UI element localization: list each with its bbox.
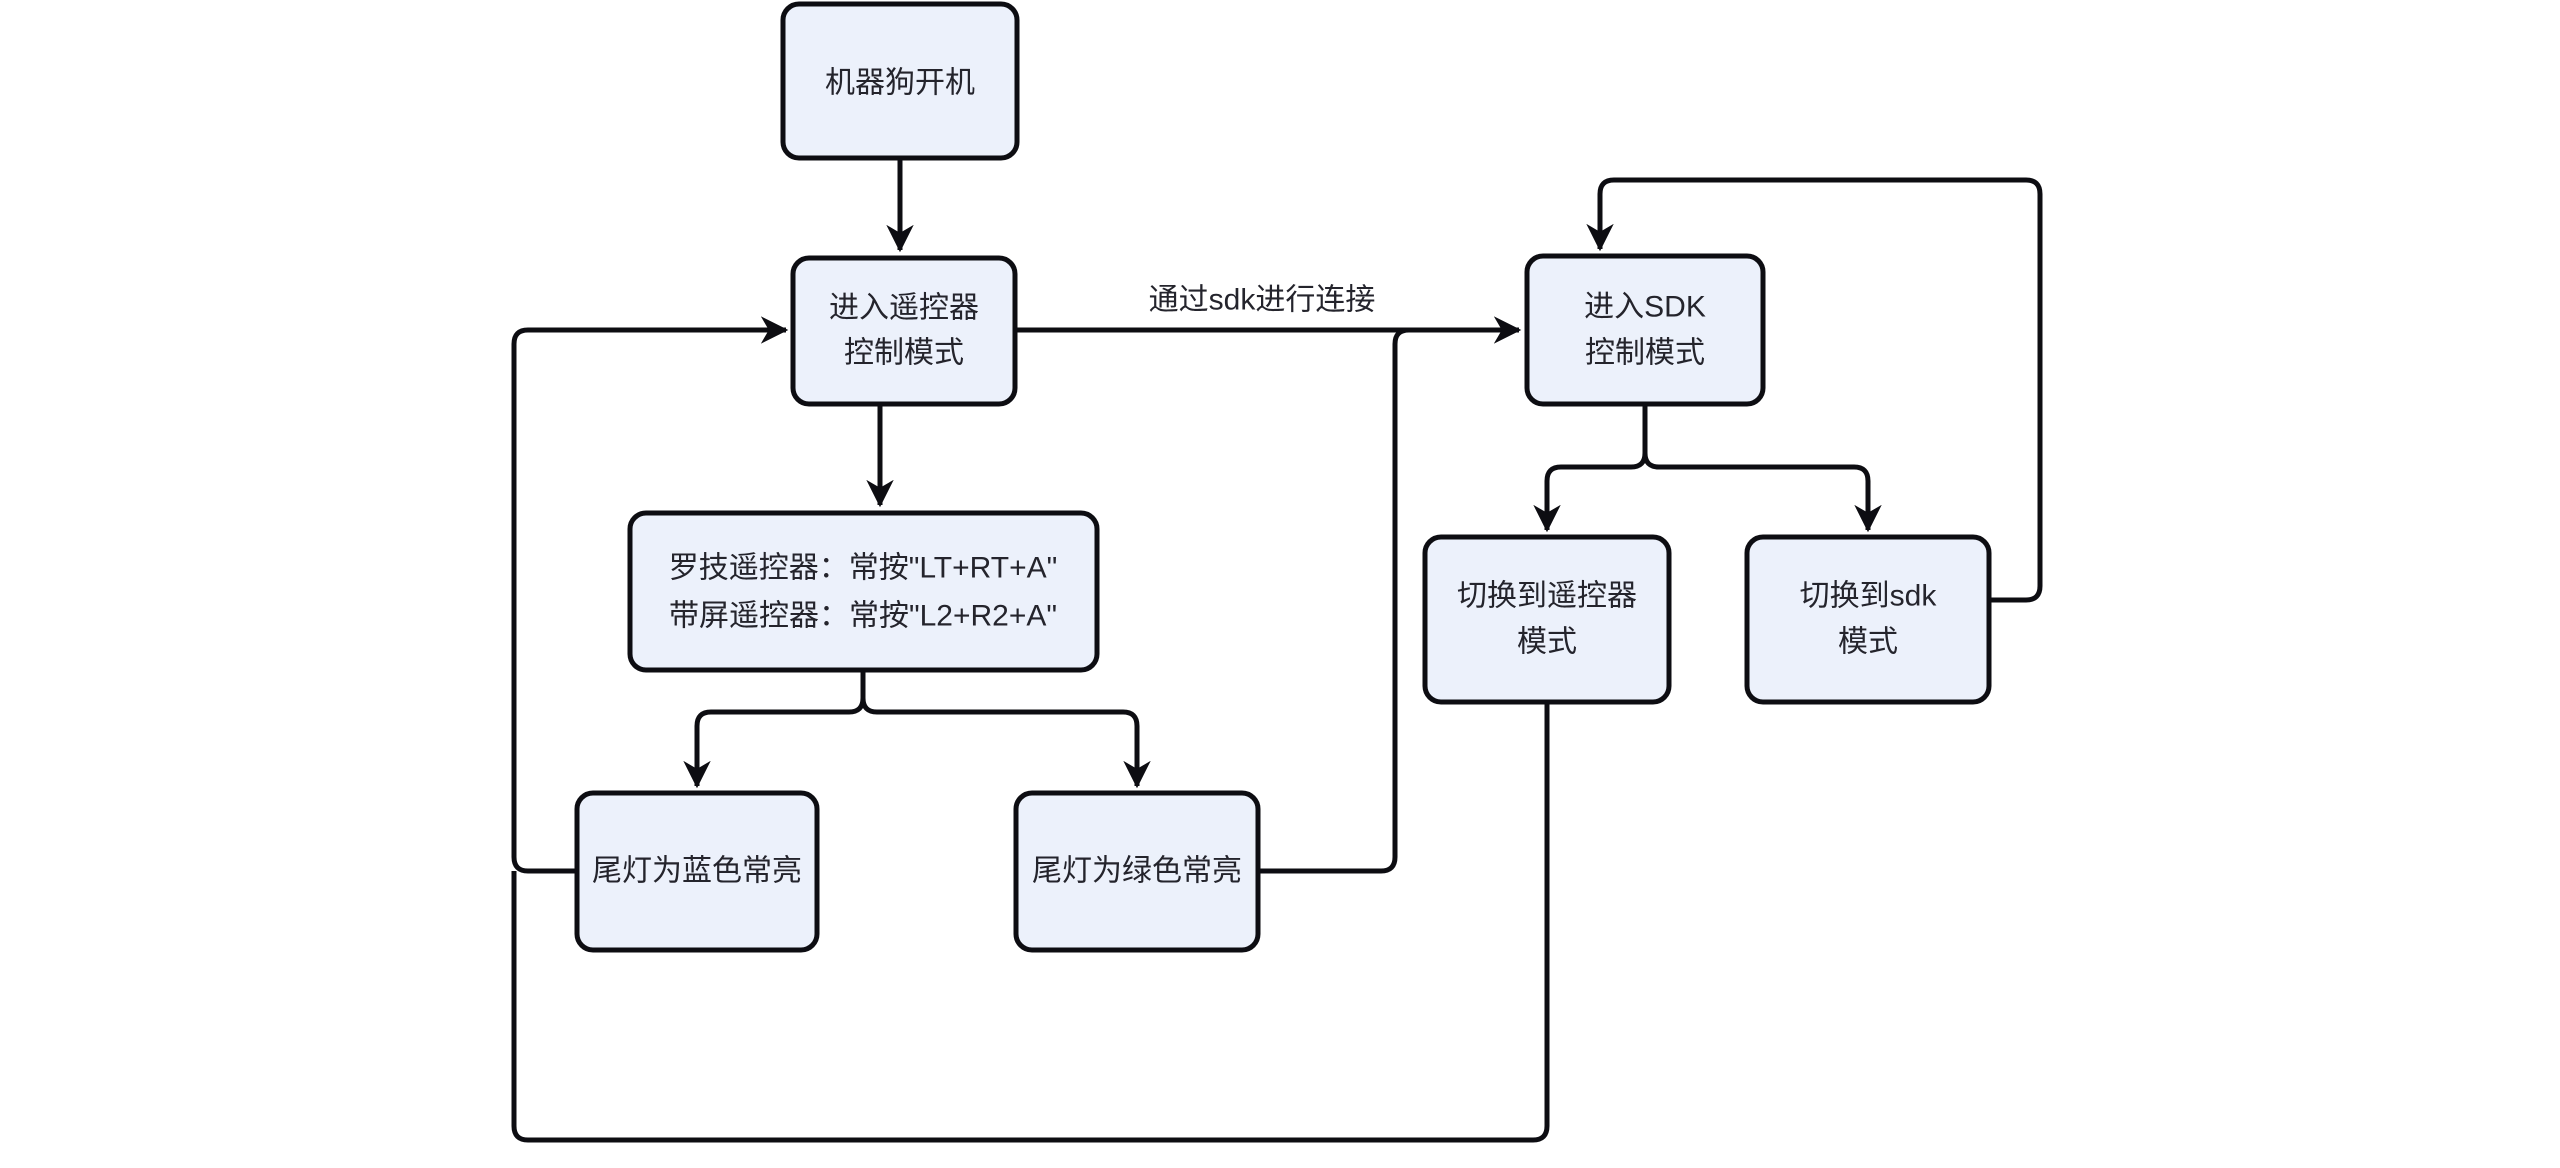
node-power-on-box bbox=[780, 1, 1020, 161]
node-to-sdk-label-line2: 模式 bbox=[1838, 626, 1898, 659]
node-rc-mode-box bbox=[790, 255, 1018, 407]
node-green-light-box bbox=[1013, 790, 1261, 953]
node-green-light: 尾灯为绿色常亮 bbox=[1013, 790, 1261, 953]
node-power-on-label: 机器狗开机 bbox=[825, 67, 975, 100]
node-rc-mode-label-line2: 控制模式 bbox=[844, 337, 964, 370]
node-green-light-label: 尾灯为绿色常亮 bbox=[1032, 855, 1242, 888]
edge-to-sdk-to-sdk-mode bbox=[1586, 177, 2043, 603]
edge-press-combo-to-blue-light bbox=[683, 670, 866, 789]
edge-label-sdk-connect: 通过sdk进行连接 bbox=[1149, 284, 1376, 317]
node-blue-light-label: 尾灯为蓝色常亮 bbox=[592, 855, 802, 888]
edge-to-rc-to-rc-mode bbox=[511, 702, 1550, 1143]
node-rc-mode: 进入遥控器 控制模式 bbox=[790, 255, 1018, 407]
node-sdk-mode: 进入SDK 控制模式 bbox=[1524, 253, 1766, 407]
edge-blue-light-to-rc-mode bbox=[511, 316, 789, 874]
edge-press-combo-to-green-light bbox=[860, 670, 1151, 789]
node-blue-light: 尾灯为蓝色常亮 bbox=[574, 790, 820, 953]
node-to-rc-box bbox=[1422, 534, 1672, 705]
node-sdk-mode-label-line2: 控制模式 bbox=[1585, 337, 1705, 370]
node-press-combo: 罗技遥控器：常按"LT+RT+A" 带屏遥控器：常按"L2+R2+A" bbox=[627, 510, 1100, 673]
node-blue-light-box bbox=[574, 790, 820, 953]
node-sdk-mode-label-line1: 进入SDK bbox=[1584, 291, 1706, 324]
node-rc-mode-label-line1: 进入遥控器 bbox=[829, 292, 979, 325]
node-power-on: 机器狗开机 bbox=[780, 1, 1020, 161]
edge-sdk-mode-to-to-rc bbox=[1533, 404, 1648, 533]
node-sdk-mode-box bbox=[1524, 253, 1766, 407]
node-press-combo-box bbox=[627, 510, 1100, 673]
node-press-combo-label-line2: 带屏遥控器：常按"L2+R2+A" bbox=[669, 600, 1057, 633]
node-to-rc-label-line1: 切换到遥控器 bbox=[1457, 580, 1637, 613]
node-to-rc: 切换到遥控器 模式 bbox=[1422, 534, 1672, 705]
node-to-rc-label-line2: 模式 bbox=[1517, 626, 1577, 659]
node-to-sdk-box bbox=[1744, 534, 1992, 705]
node-to-sdk-label-line1: 切换到sdk bbox=[1800, 580, 1938, 613]
node-press-combo-label-line1: 罗技遥控器：常按"LT+RT+A" bbox=[669, 552, 1058, 585]
edge-sdk-mode-to-to-sdk bbox=[1642, 404, 1882, 533]
edge-group: 通过sdk进行连接 bbox=[511, 158, 2043, 1143]
node-to-sdk: 切换到sdk 模式 bbox=[1744, 534, 1992, 705]
edge-green-light-to-sdk-mode bbox=[1258, 327, 1410, 874]
